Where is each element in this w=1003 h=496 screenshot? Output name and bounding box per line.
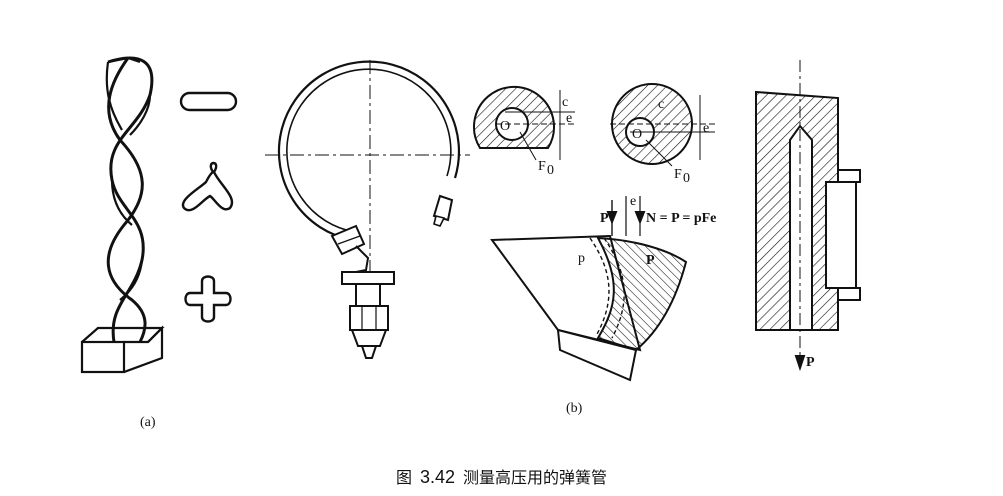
label-F0-left: F (538, 159, 546, 174)
label-e-left: e (566, 111, 572, 126)
label-e-right: e (703, 121, 709, 136)
label-c-left: c (562, 95, 568, 110)
caption-number: 3.42 (419, 467, 456, 487)
section-left (473, 86, 575, 161)
label-c-right: c (658, 97, 664, 112)
bourdon-tube (265, 60, 470, 360)
panel-b-label: (b) (566, 401, 583, 416)
wedge-section (490, 196, 688, 382)
label-F0-left-sub: 0 (547, 163, 554, 178)
vessel-section (755, 60, 861, 372)
label-N-equation: N = P = pFe (646, 211, 716, 226)
section-flat (179, 91, 238, 112)
panel-a-label: (a) (140, 415, 156, 430)
label-P-arc: P (646, 253, 655, 268)
section-right (610, 83, 715, 167)
label-F0-right-sub: 0 (683, 171, 690, 186)
label-p-left: p (578, 251, 585, 266)
twisted-tube (80, 56, 165, 374)
label-O-left: O (500, 119, 510, 134)
label-e-top: e (630, 194, 636, 209)
label-P-bottom: P (806, 355, 815, 370)
figure-caption: 图 3.42 测量高压用的弹簧管 (0, 464, 1003, 488)
label-O-right: O (632, 127, 642, 142)
label-P-top: P (600, 211, 609, 226)
label-F0-right: F (674, 167, 682, 182)
section-cross (184, 275, 232, 323)
section-trefoil (181, 161, 234, 212)
figure-drawing: (a) (b) O F 0 c e O F 0 c e e P N = P = … (80, 56, 861, 430)
caption-prefix: 图 (395, 468, 412, 487)
caption-title: 测量高压用的弹簧管 (463, 468, 608, 487)
